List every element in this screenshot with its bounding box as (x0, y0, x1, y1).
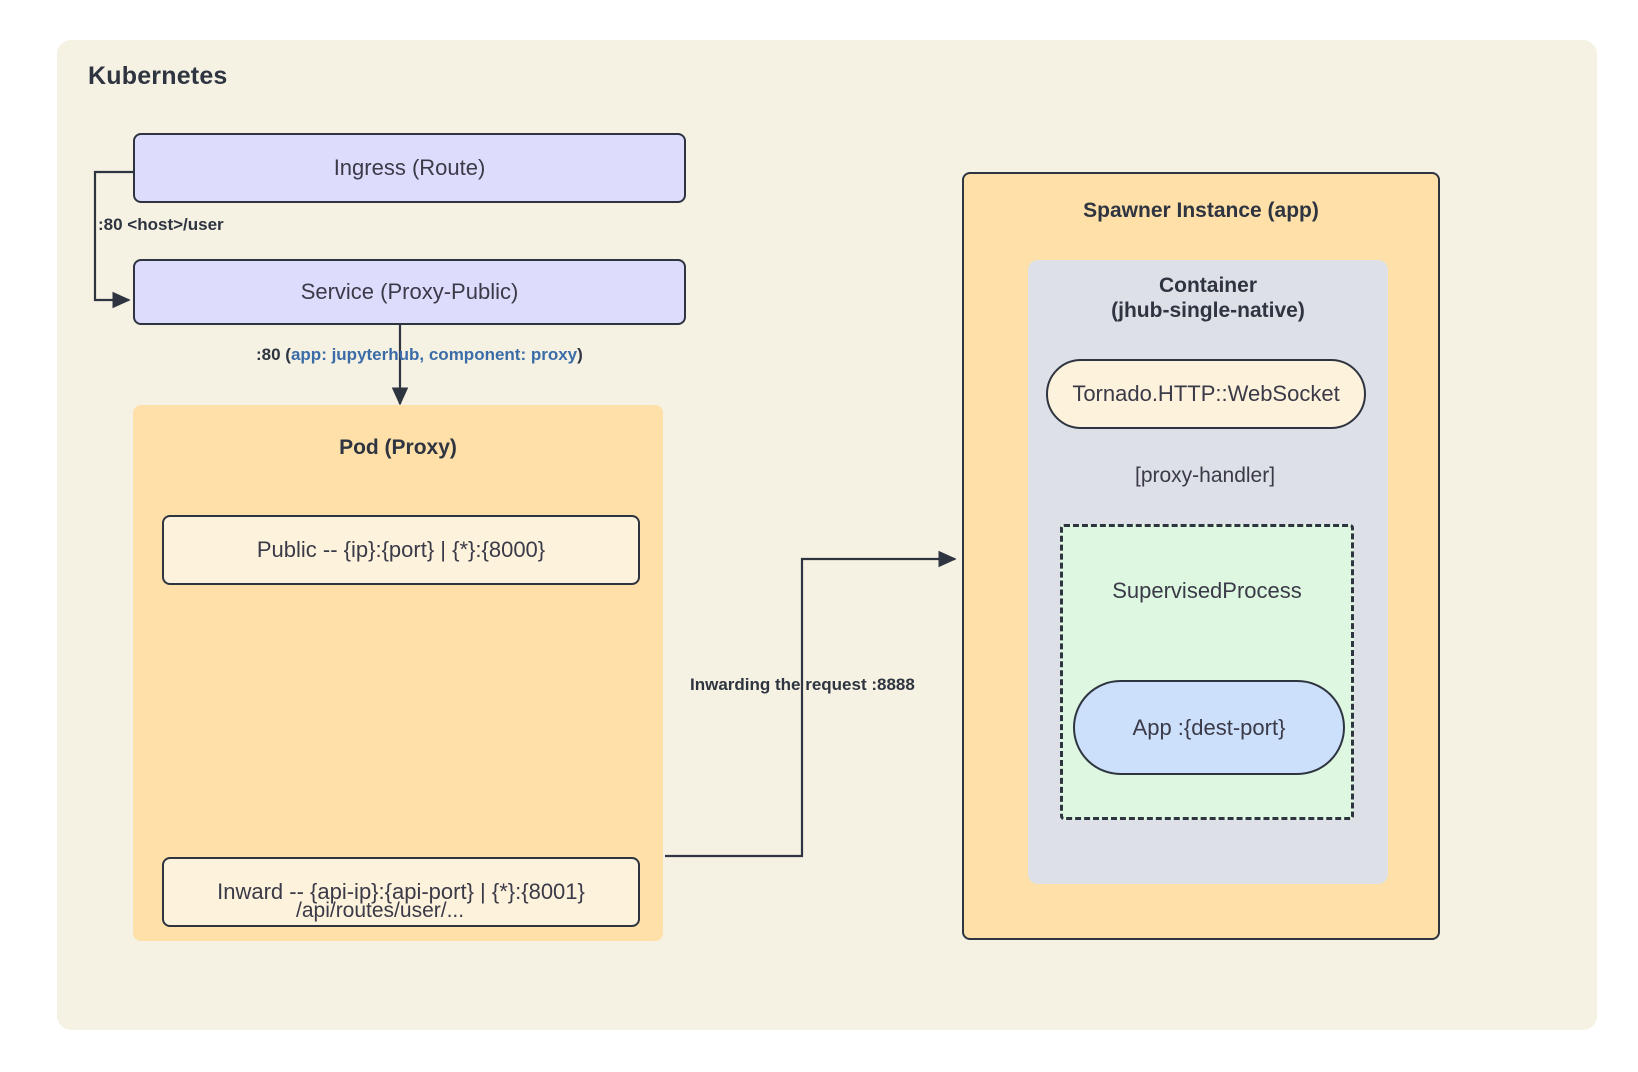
node-ingress[interactable]: Ingress (Route) (133, 133, 686, 203)
node-tornado-websocket-label: Tornado.HTTP::WebSocket (1072, 381, 1340, 406)
node-inward-endpoint[interactable]: Inward -- {api-ip}:{api-port} | {*}:{800… (162, 857, 640, 927)
group-pod-proxy-title: Pod (Proxy) (339, 436, 457, 459)
node-tornado-websocket[interactable]: Tornado.HTTP::WebSocket (1046, 359, 1366, 429)
kubernetes-title: Kubernetes (88, 62, 228, 90)
group-container-title-line2: (jhub-single-native) (1111, 299, 1305, 322)
edge-label-selector: app: jupyterhub, component: proxy (290, 345, 578, 364)
group-spawner-instance-title: Spawner Instance (app) (1083, 199, 1319, 222)
node-service[interactable]: Service (Proxy-Public) (133, 259, 686, 325)
node-ingress-label: Ingress (Route) (333, 155, 486, 181)
node-app-label: App :{dest-port} (1132, 714, 1286, 740)
node-public-endpoint-label: Public -- {ip}:{port} | {*}:{8000} (256, 537, 546, 563)
node-public-endpoint[interactable]: Public -- {ip}:{port} | {*}:{8000} (162, 515, 640, 585)
node-service-label: Service (Proxy-Public) (300, 279, 519, 305)
edge-label-service-to-pod: :80 (app: jupyterhub, component: proxy) (256, 345, 583, 365)
edge-label-api-routes: /api/routes/user/... (296, 899, 465, 922)
edge-label-inward-to-spawner: Inwarding the request :8888 (690, 675, 915, 694)
group-container-title-line1: Container (1158, 274, 1257, 297)
node-inward-endpoint-label: Inward -- {api-ip}:{api-port} | {*}:{800… (217, 879, 585, 905)
edge-label-ingress-to-service: :80 <host>/user (98, 215, 224, 234)
edge-label-close-paren: ) (577, 345, 583, 364)
group-supervised-process: SupervisedProcess (1060, 524, 1354, 820)
group-supervised-process-title: SupervisedProcess (1112, 578, 1302, 603)
edge-label-port: :80 ( (256, 345, 291, 364)
node-app[interactable]: App :{dest-port} (1073, 680, 1345, 775)
edge-label-proxy-handler: [proxy-handler] (1135, 464, 1276, 487)
group-pod-proxy: Pod (Proxy) (133, 405, 663, 941)
